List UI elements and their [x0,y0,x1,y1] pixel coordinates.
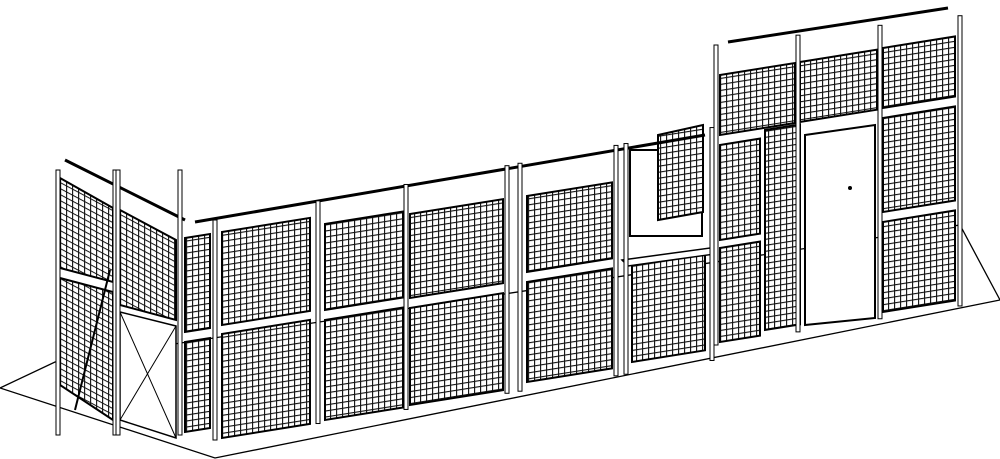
frame-post [709,127,715,361]
mesh-panel [526,181,613,274]
frame-post [212,219,218,441]
mesh-panel [882,105,956,214]
frame-post [517,162,523,392]
frame-post [177,169,183,436]
frame-post [55,169,61,436]
mesh-panel [526,267,613,384]
mesh-panel [221,318,311,440]
mesh-panel [184,336,211,434]
door-handle [848,186,852,190]
window-mesh-sash [657,123,704,222]
cross-brace [119,311,177,439]
mesh-panel [882,209,956,314]
frame-post [315,200,321,425]
mesh-panel [409,291,504,407]
mesh-panel [221,216,311,327]
frame-post [115,169,121,436]
top-rail [194,133,706,224]
frame-post [504,165,510,394]
frame-post [613,144,619,377]
mesh-panel [764,123,801,332]
mesh-panel [882,35,956,110]
mesh-panel [631,251,706,364]
mesh-panel [59,176,114,284]
mesh-panel [719,137,761,242]
door-opening [804,123,876,327]
frame-post [957,15,963,307]
frame-post [623,143,629,375]
mesh-panel [119,208,177,322]
mesh-panel [799,48,878,124]
frame-post [795,34,801,333]
top-rail [64,158,186,222]
mesh-panel [409,197,504,300]
frame-post [403,183,409,410]
mesh-panel [184,232,211,334]
top-rail [727,6,949,44]
frame-post [877,24,883,320]
mesh-panel [719,240,761,344]
diagonal-brace [74,269,111,411]
mesh-panel [719,61,796,137]
mesh-panel [324,306,404,422]
frame-post [713,44,719,346]
mesh-panel [324,210,404,312]
